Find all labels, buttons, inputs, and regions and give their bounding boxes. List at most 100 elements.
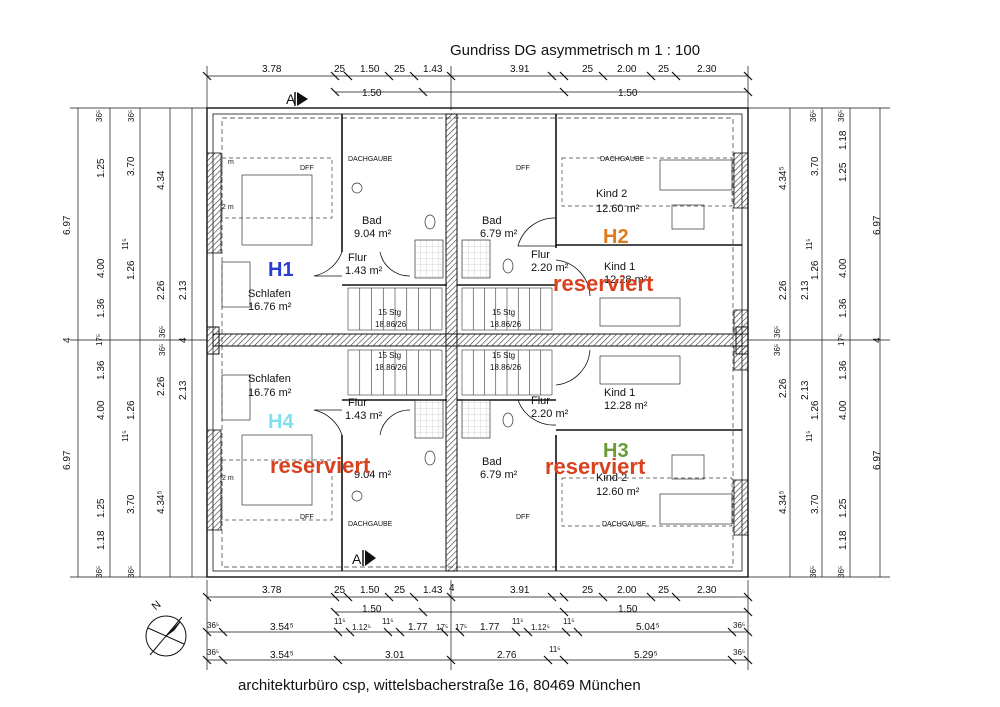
roof-labels: DACHGAUBE DACHGAUBE DACHGAUBE DACHGAUBE … <box>222 156 647 528</box>
dim-label: 11⁵ <box>549 645 561 654</box>
svg-text:1.36: 1.36 <box>96 298 107 318</box>
dim-label: 11⁵ <box>382 617 394 626</box>
stairs <box>347 287 553 396</box>
dim-label: 25 <box>334 64 346 75</box>
bottom-dimension-labels: 3.78 25 1.50 25 1.43 4 3.91 25 2.00 25 2… <box>207 583 745 661</box>
dim-label: 5.04⁵ <box>636 622 660 633</box>
svg-text:4.34: 4.34 <box>156 170 167 190</box>
svg-text:1.26: 1.26 <box>810 400 821 420</box>
room-labels: Schlafen 16.76 m² Schlafen 16.76 m² Flur… <box>248 188 648 498</box>
svg-text:2.26: 2.26 <box>156 280 167 300</box>
svg-text:18.86/26: 18.86/26 <box>490 363 522 372</box>
dim-label: 2.00 <box>617 585 637 596</box>
room-label: Flur <box>531 249 550 261</box>
svg-text:36⁵: 36⁵ <box>773 344 782 356</box>
svg-text:17⁵: 17⁵ <box>837 334 846 346</box>
dim-label: 17⁵ <box>436 623 448 632</box>
top-dimension-lines <box>202 66 753 110</box>
room-area: 12.60 m² <box>596 203 640 215</box>
svg-text:1.26: 1.26 <box>126 260 137 280</box>
svg-text:36⁵: 36⁵ <box>127 110 136 122</box>
dim-label: 2.00 <box>617 64 637 75</box>
section-mark-bottom: A <box>352 550 376 567</box>
svg-text:4.34⁵: 4.34⁵ <box>778 490 789 514</box>
dim-label: 1.50 <box>362 88 382 99</box>
plan-title: Gundriss DG asymmetrisch m 1 : 100 <box>450 42 700 59</box>
svg-text:4.00: 4.00 <box>838 258 849 278</box>
dim-label: 3.78 <box>262 585 282 596</box>
svg-text:2.13: 2.13 <box>178 380 189 400</box>
unit-label-h2: H2 <box>603 226 629 248</box>
room-label: Bad <box>482 456 502 468</box>
dim-label: 2.76 <box>497 650 517 661</box>
dim-label: 2.30 <box>697 64 717 75</box>
svg-text:N: N <box>150 599 164 613</box>
right-dimension-lines <box>748 107 890 578</box>
svg-text:DACHGAUBE: DACHGAUBE <box>600 156 645 163</box>
dim-label: 17⁵ <box>455 623 467 632</box>
svg-text:1.36: 1.36 <box>96 360 107 380</box>
dim-label: 4 <box>449 583 455 594</box>
dim-label: 1.50 <box>618 88 638 99</box>
svg-text:2 m: 2 m <box>222 475 234 482</box>
building <box>206 107 749 578</box>
dim-label: 1.50 <box>618 604 638 615</box>
unit-label-h1: H1 <box>268 259 294 281</box>
svg-text:36⁵: 36⁵ <box>158 326 167 338</box>
reserviert-label: reserviert <box>545 454 646 479</box>
svg-text:3.70: 3.70 <box>126 156 137 176</box>
svg-text:m: m <box>228 159 234 166</box>
room-area: 1.43 m² <box>345 410 383 422</box>
svg-text:1.18: 1.18 <box>838 130 849 150</box>
svg-text:6.97: 6.97 <box>872 215 883 235</box>
svg-text:2.13: 2.13 <box>800 280 811 300</box>
svg-text:1.36: 1.36 <box>838 298 849 318</box>
dim-label: 11⁵ <box>334 617 346 626</box>
bottom-dimension-lines <box>202 580 753 670</box>
svg-text:11⁵: 11⁵ <box>121 238 130 250</box>
svg-text:18.86/26: 18.86/26 <box>375 320 407 329</box>
svg-text:1.25: 1.25 <box>96 158 107 178</box>
svg-text:1.26: 1.26 <box>126 400 137 420</box>
dim-label: 25 <box>582 64 594 75</box>
svg-text:1.25: 1.25 <box>838 162 849 182</box>
room-label: Flur <box>348 252 367 264</box>
svg-text:1.36: 1.36 <box>838 360 849 380</box>
svg-text:2.26: 2.26 <box>778 280 789 300</box>
svg-text:2 m: 2 m <box>222 204 234 211</box>
svg-text:6.97: 6.97 <box>872 450 883 470</box>
dim-label: 25 <box>334 585 346 596</box>
svg-text:11⁵: 11⁵ <box>121 430 130 442</box>
svg-text:36⁵: 36⁵ <box>95 566 104 578</box>
svg-text:4: 4 <box>62 337 73 343</box>
svg-text:DFF: DFF <box>516 514 530 521</box>
dim-label: 1.43 <box>423 64 443 75</box>
svg-text:36⁵: 36⁵ <box>158 344 167 356</box>
svg-text:4.34⁵: 4.34⁵ <box>778 166 789 190</box>
dim-label: 36⁵ <box>207 621 219 630</box>
svg-text:2.26: 2.26 <box>156 376 167 396</box>
svg-text:36⁵: 36⁵ <box>809 566 818 578</box>
svg-text:1.18: 1.18 <box>96 530 107 550</box>
dim-label: 3.91 <box>510 585 530 596</box>
north-arrow-icon: N <box>145 599 187 657</box>
svg-text:DACHGAUBE: DACHGAUBE <box>348 156 393 163</box>
svg-text:18.86/26: 18.86/26 <box>375 363 407 372</box>
svg-text:DFF: DFF <box>516 165 530 172</box>
dim-label: 3.54⁵ <box>270 622 294 633</box>
dim-label: 2.30 <box>697 585 717 596</box>
svg-text:1.18: 1.18 <box>838 530 849 550</box>
svg-text:4: 4 <box>178 337 189 343</box>
room-area: 16.76 m² <box>248 387 292 399</box>
dim-label: 1.12⁵ <box>531 623 550 632</box>
dim-label: 25 <box>658 585 670 596</box>
dim-label: 36⁵ <box>733 648 745 657</box>
reserviert-label: reserviert <box>270 453 371 478</box>
dim-label: 1.43 <box>423 585 443 596</box>
dim-label: 3.78 <box>262 64 282 75</box>
room-label: Kind 2 <box>596 188 627 200</box>
room-area: 12.28 m² <box>604 400 648 412</box>
room-label: Flur <box>531 395 550 407</box>
room-area: 2.20 m² <box>531 408 569 420</box>
